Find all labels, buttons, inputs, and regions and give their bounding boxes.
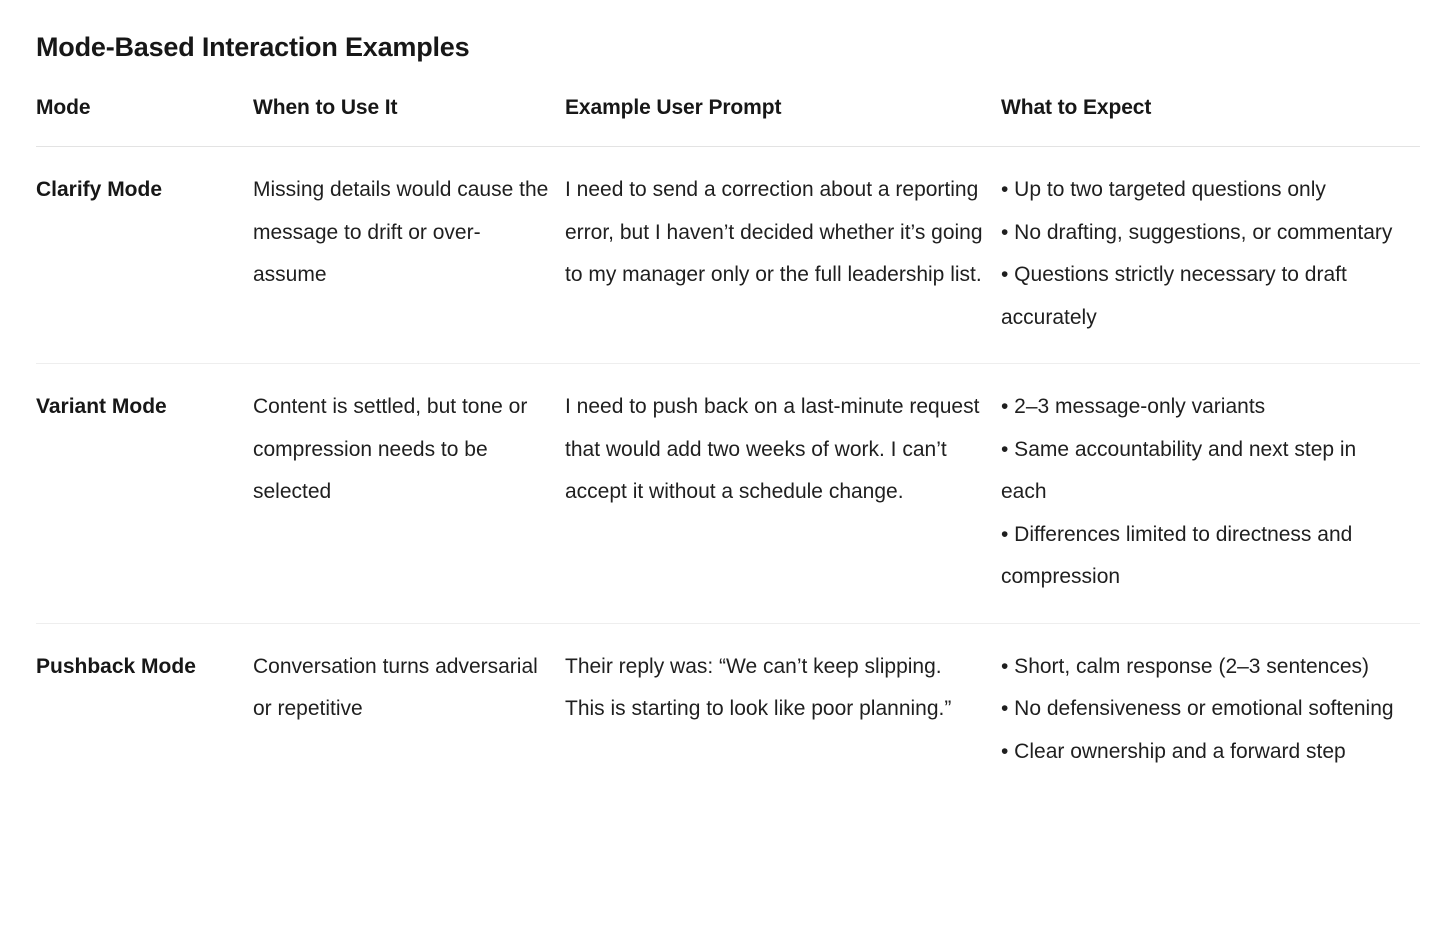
list-item: • 2–3 message-only variants — [1001, 395, 1266, 418]
list-item: • Differences limited to directness and … — [1001, 522, 1353, 589]
table-body: Clarify Mode Missing details would cause… — [36, 146, 1420, 798]
table-header-row: Mode When to Use It Example User Prompt … — [36, 94, 1420, 147]
list-item: • No drafting, suggestions, or commentar… — [1001, 220, 1393, 244]
expect-bullet-list: • Up to two targeted questions only • No… — [1001, 169, 1404, 339]
mode-examples-table: Mode When to Use It Example User Prompt … — [36, 94, 1420, 797]
cell-prompt: I need to send a correction about a repo… — [565, 146, 1001, 364]
cell-prompt: Their reply was: “We can’t keep slipping… — [565, 654, 952, 721]
expect-bullet-list: • Short, calm response (2–3 sentences) •… — [1001, 646, 1404, 774]
cell-mode: Clarify Mode — [36, 146, 253, 364]
cell-when: Conversation turns adversarial or repeti… — [253, 654, 538, 721]
list-item: • Up to two targeted questions only — [1001, 178, 1326, 201]
column-header-when: When to Use It — [253, 94, 565, 147]
table-row: Clarify Mode Missing details would cause… — [36, 146, 1420, 364]
expect-bullet-list: • 2–3 message-only variants • Same accou… — [1001, 386, 1404, 599]
cell-expect: • 2–3 message-only variants • Same accou… — [1001, 363, 1420, 624]
column-header-mode: Mode — [36, 94, 253, 147]
table-row: Pushback Mode Conversation turns adversa… — [36, 623, 1420, 797]
table-header: Mode When to Use It Example User Prompt … — [36, 94, 1420, 147]
cell-prompt: I need to push back on a last-minute req… — [565, 363, 1001, 624]
cell-expect: • Short, calm response (2–3 sentences) •… — [1001, 623, 1420, 797]
cell-mode: Variant Mode — [36, 363, 253, 624]
table-row: Variant Mode Content is settled, but ton… — [36, 363, 1420, 624]
cell-when: Missing details would cause the message … — [253, 146, 565, 364]
page-title: Mode-Based Interaction Examples — [36, 32, 470, 62]
list-item: • No defensiveness or emotional softenin… — [1001, 697, 1394, 720]
cell-mode: Pushback Mode — [36, 654, 196, 678]
cell-expect: • Up to two targeted questions only • No… — [1001, 146, 1420, 364]
column-header-expect: What to Expect — [1001, 94, 1420, 147]
list-item: • Clear ownership and a forward step — [1001, 739, 1346, 763]
list-item: • Same accountability and next step in e… — [1001, 437, 1357, 504]
list-item: • Questions strictly necessary to draft … — [1001, 263, 1347, 329]
cell-when: Content is settled, but tone or compress… — [253, 363, 565, 624]
list-item: • Short, calm response (2–3 sentences) — [1001, 654, 1370, 678]
column-header-prompt: Example User Prompt — [565, 94, 1001, 147]
